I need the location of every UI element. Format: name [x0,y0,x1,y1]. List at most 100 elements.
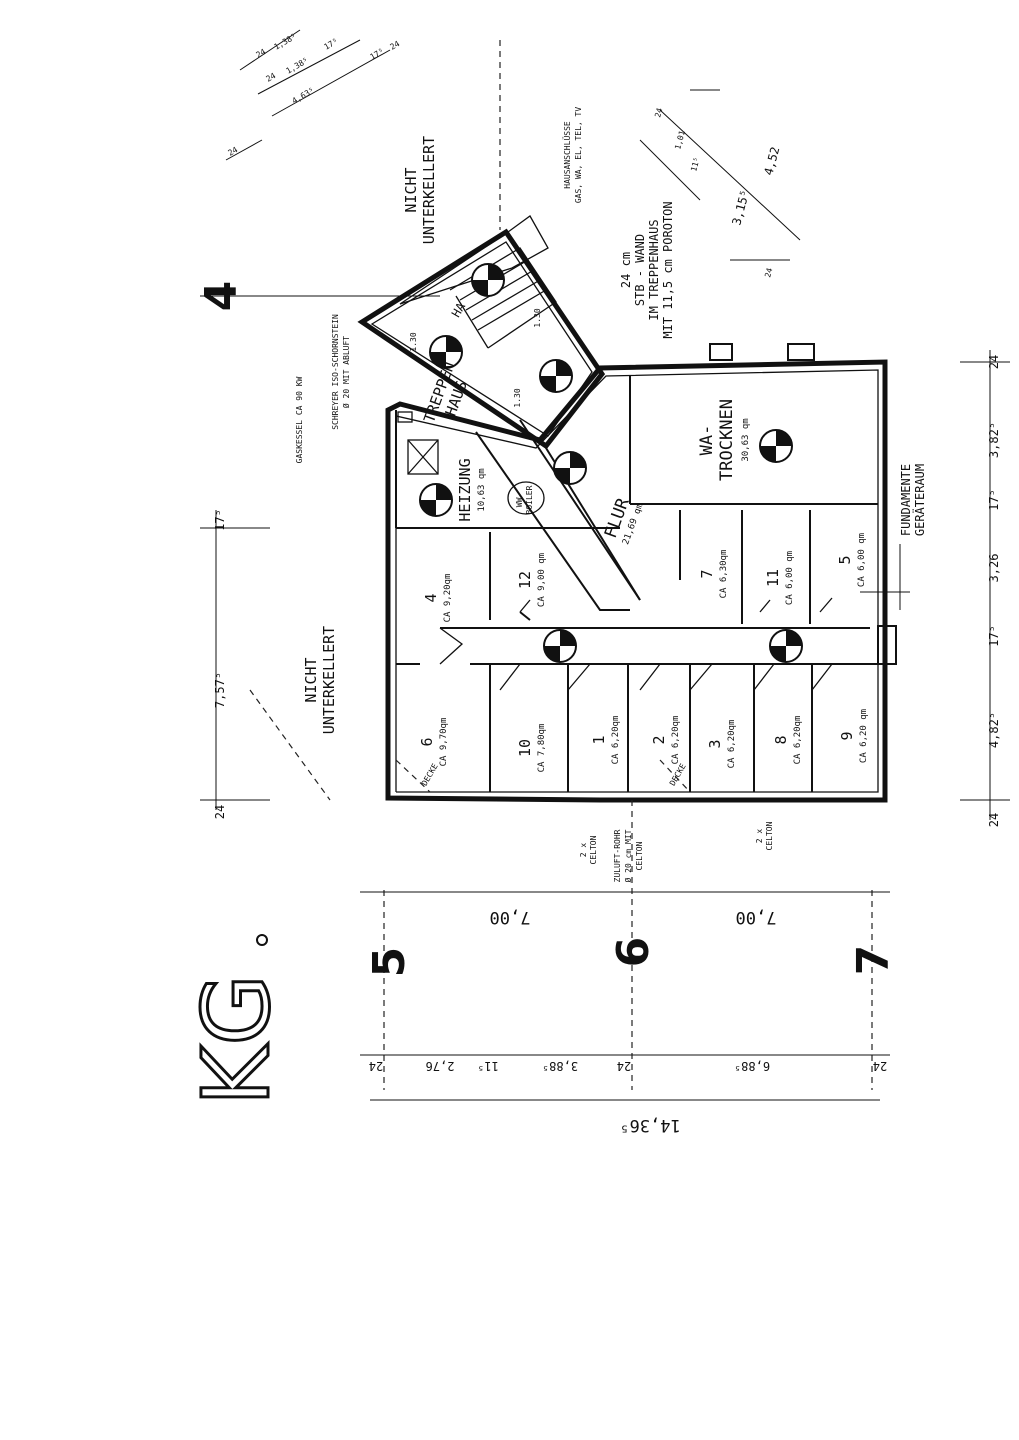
label-wand-1: 24 cm [619,252,633,288]
room-8-number: 8 [772,735,790,744]
dim-stair-top-8: 24 [389,39,402,52]
room-12-number: 12 [516,571,534,589]
dim-stair-right-1: 24 [653,107,664,119]
label-ww-boiler-2: BOILER [525,485,534,514]
dim-stair-inner-2: 1.30 [513,388,522,407]
dim-chain-7: 24 [873,1059,887,1073]
dim-right-1: 24 [987,355,1001,369]
dim-stair-top-5: 17⁵ [323,37,340,52]
label-ha: HA [449,300,469,320]
dim-chain-5: 24 [617,1059,631,1073]
room-4-area: CA 9,20qm [443,574,453,623]
dim-chain-1: 24 [369,1059,383,1073]
label-celton-1b: CELTON [589,835,598,864]
label-nicht-unterkellert-1b: UNTERKELLERT [320,626,338,734]
room-1-number: 1 [590,735,608,744]
label-ww-boiler-1: WW- [515,493,524,507]
dim-stair-top-3: 24 [265,71,278,84]
dim-stair-right-5: 3,15⁵ [729,188,752,227]
dim-right-2: 3,82⁵ [987,422,1001,458]
dim-stair-top-1: 24 [255,47,268,60]
label-wand-3: IM TREPPENHAUS [647,219,661,320]
window [709,343,733,361]
label-zuluft-1: ZULUFT-ROHR [613,829,622,882]
room-10-area: CA 7,80qm [537,724,547,773]
stair-right-dim [639,89,801,261]
room-wa-name: WA- [697,425,717,456]
axis-label-4: 4 [196,281,247,312]
room-4-number: 4 [422,593,440,602]
sheet-title: KG [183,974,290,1106]
label-wand-2: STB - WAND [633,234,647,306]
axis-lines [200,40,1010,1101]
label-nicht-unterkellert-2b: UNTERKELLERT [420,136,438,244]
room-2-area: CA 6,20qm [671,716,681,765]
interior-walls [395,376,878,793]
dim-chain-6: 6,88⁵ [734,1059,770,1073]
room-11-number: 11 [764,569,782,587]
label-celton-2a: 2 x [755,829,764,844]
label-wand-4: MIT 11,5 cm POROTON [661,201,675,338]
label-zuluft-2: Ø 20 cm MIT [623,829,633,882]
dim-stair-top-6: 4,63⁵ [291,86,316,106]
detector-fill [760,430,792,462]
dim-stair-right-2: 1,01 [673,129,687,150]
label-schornstein-2: Ø 20 MIT ABLUFT [341,336,351,408]
room-3-area: CA 6,20qm [727,720,737,769]
room-7-number: 7 [698,569,716,578]
dim-stair-right-3: 11⁵ [689,156,701,172]
dim-stair-inner-1: 1.30 [409,332,418,351]
room-wa-name2: TROCKNEN [717,399,737,481]
dim-right-3: 17⁵ [987,489,1001,511]
label-zuluft-3: CELTON [635,841,644,870]
dim-stair-right-4: 4,52 [761,145,782,177]
dim-left-1: 17⁵ [213,509,227,531]
room-wa-area: 30,63 qm [741,418,751,461]
room-6-area: CA 9,70qm [439,718,449,767]
room-1-area: CA 6,20qm [611,716,621,765]
room-8-area: CA 6,20qm [793,716,803,765]
label-fundamente: FUNDAMENTE [899,464,913,536]
axis-label-5: 5 [364,947,415,978]
dim-stair-top-7: 17⁵ [369,47,386,62]
dim-right-7: 24 [987,813,1001,827]
room-9-area: CA 6,20 qm [859,709,869,763]
room-2-number: 2 [650,735,668,744]
detector-fill [540,360,572,392]
dim-stair-inner-3: 1.30 [533,308,542,327]
detector-symbols [419,263,803,663]
label-hausanschluesse-2: GAS, WA, EL, TEL, TV [574,107,583,204]
label-celton-2b: CELTON [765,821,774,850]
label-schornstein: SCHREYER ISO-SCHORNSTEIN [331,314,340,430]
detector-fill [420,484,452,516]
label-nicht-unterkellert-1a: NICHT [302,657,320,702]
dim-left-3: 24 [213,805,227,819]
axis-label-6: 6 [608,937,659,968]
dim-total: 14,36⁵ [619,1115,680,1135]
detector-fill [554,452,586,484]
detector-fill [472,264,504,296]
room-11-area: CA 6,00 qm [785,551,795,605]
room-5-number: 5 [836,555,854,564]
room-12-area: CA 9,00 qm [537,553,547,607]
axis-label-7: 7 [848,945,899,976]
label-hausanschluesse: HAUSANSCHLÜSSE [562,121,572,189]
room-heizung-area: 10,63 qm [477,468,487,511]
room-9-number: 9 [838,731,856,740]
detector-fill [770,630,802,662]
dim-chain-4: 3,88⁵ [542,1059,578,1073]
dim-segment-1: 7,00 [490,907,531,927]
window [877,625,897,665]
dim-stair-top-2: 1,38⁵ [273,32,298,52]
label-celton-1a: 2 x [579,843,588,858]
dim-stair-right-6: 24 [763,267,774,279]
stair-top-dim [225,29,391,161]
room-7-area: CA 6,30qm [719,550,729,599]
dim-right-5: 17⁵ [987,625,1001,647]
label-decke-2: DECKE [668,762,688,788]
label-nicht-unterkellert-2a: NICHT [402,167,420,212]
room-5-area: CA 6,00 qm [857,533,867,587]
window [787,343,815,361]
dim-right-4: 3,26 [987,554,1001,583]
dim-segment-2: 7,00 [736,907,777,927]
